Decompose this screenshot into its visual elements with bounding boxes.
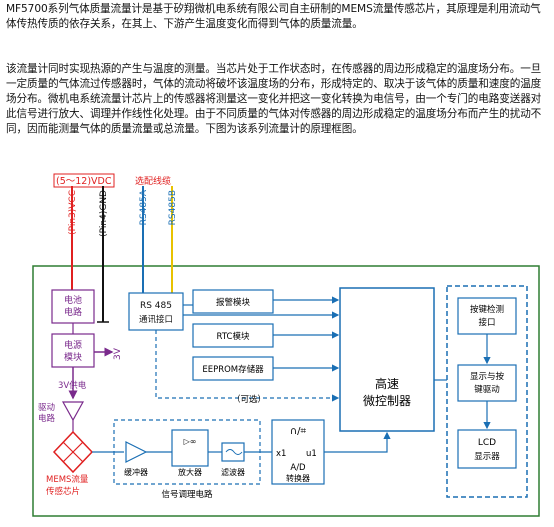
- rs485b-label: RS485B: [168, 190, 178, 225]
- mems-sensor-symbol: [52, 430, 94, 474]
- 3v-supply-label: 3V供电: [58, 380, 87, 391]
- rs485-label: RS 485: [140, 301, 172, 311]
- signal-conditioning-label: 信号调理电路: [161, 489, 213, 500]
- drive-label: 驱动电路: [38, 402, 56, 424]
- filter-wave-icon: [225, 449, 243, 455]
- power-label-box: [53, 173, 115, 188]
- alarm-label: 报警模块: [216, 297, 251, 308]
- optional-label: （可选）: [232, 394, 266, 405]
- adc-label-1: A/D: [290, 463, 306, 473]
- display-panel-frame: [446, 285, 528, 498]
- rs485a-label: RS485A: [139, 189, 149, 225]
- key-detect-box: [457, 297, 517, 335]
- rs485-sub-label: 通讯接口: [139, 314, 173, 325]
- adc-label-2: 转换器: [286, 473, 310, 483]
- amplifier-label: 放大器: [178, 467, 202, 477]
- battery-label: 电池电路: [64, 294, 82, 318]
- display-driver-label-2: 键驱动: [474, 384, 500, 395]
- mcu-label-2: 微控制器: [363, 394, 411, 408]
- adc-u1: u1: [306, 449, 317, 459]
- gnd-label: (Pin4)GND: [99, 190, 109, 237]
- key-detect-label-2: 接口: [478, 317, 495, 328]
- rtc-label: RTC模块: [217, 331, 250, 342]
- power-module-label: 电源模块: [64, 339, 82, 363]
- drive-triangle: [61, 401, 85, 422]
- eeprom-label: EEPROM存储器: [202, 364, 264, 375]
- cable-label: 选配线缆: [135, 175, 171, 187]
- vcc-label: (Pin3)VCC: [68, 190, 78, 235]
- adc-symbol: ∩/⌗: [290, 426, 307, 437]
- lcd-box: [457, 429, 517, 469]
- svg-text:传感芯片: 传感芯片: [46, 486, 80, 497]
- display-driver-box: [457, 364, 517, 402]
- display-driver-label-1: 显示与按: [470, 371, 505, 382]
- lcd-label-2: 显示器: [474, 452, 500, 462]
- alarm-module-box: [192, 289, 274, 314]
- main-frame: [32, 265, 540, 517]
- buffer-symbol: [125, 441, 148, 463]
- mcu-label-1: 高速: [375, 376, 399, 391]
- filter-box: [221, 442, 245, 462]
- amplifier-box: [171, 429, 209, 467]
- key-detect-label-1: 按键检测: [470, 304, 504, 315]
- power-label: (5～12)VDC: [56, 176, 112, 187]
- adc-x1: x1: [276, 449, 286, 459]
- mems-label: MEMS流量: [46, 474, 89, 485]
- battery-circuit-box: [51, 289, 95, 324]
- lcd-label-1: LCD: [478, 438, 496, 448]
- buffer-label: 缓冲器: [124, 467, 148, 477]
- amplifier-symbol: ▷∞: [184, 437, 197, 446]
- intro-paragraph: MF5700系列气体质量流量计是基于矽翔微机电系统有限公司自主研制的MEMS流量…: [6, 3, 541, 30]
- 3v-label: 3V: [113, 347, 123, 360]
- principle-paragraph: 该流量计同时实现热源的产生与温度的测量。当芯片处于工作状态时，在传感器的周边形成…: [6, 63, 542, 135]
- filter-label: 滤波器: [221, 467, 245, 477]
- mcu-box: [339, 287, 435, 432]
